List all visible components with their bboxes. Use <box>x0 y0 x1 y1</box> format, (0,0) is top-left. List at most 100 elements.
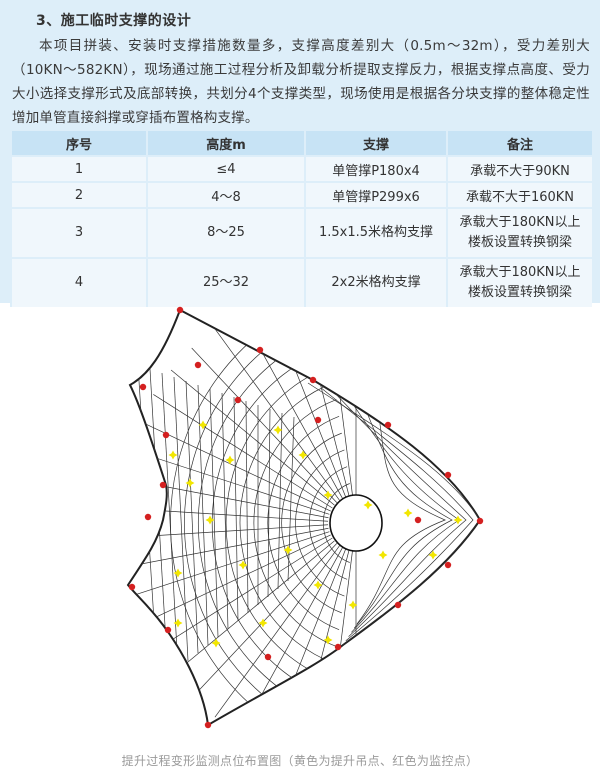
mesh-brace <box>245 400 249 614</box>
support-type-table: 序号 高度m 支撑 备注 1 ≤4 单管撑P180x4 承载不大于90KN 2 … <box>10 129 592 309</box>
lift-point-marker <box>453 515 463 525</box>
mesh-spoke <box>170 369 335 506</box>
mesh-edge-arc <box>321 388 474 642</box>
lift-point-marker <box>211 638 221 648</box>
monitor-point-marker <box>264 653 272 661</box>
note-line-1: 承载不大于90KN <box>470 163 570 179</box>
section-paragraph: 本项目拼装、安装时支撑措施数量多，支撑高度差别大（0.5m～32m），受力差别大… <box>12 38 590 126</box>
mesh-brace <box>161 372 179 670</box>
mesh-spoke <box>214 328 340 501</box>
lift-point-marker <box>238 560 248 570</box>
mesh-ring <box>267 416 340 630</box>
mesh-spoke <box>128 531 330 598</box>
monitor-point-marker <box>444 561 452 569</box>
mesh-edge-arc <box>353 405 453 629</box>
mesh-spoke <box>295 310 350 496</box>
mesh-spoke <box>138 420 331 512</box>
mesh-spoke <box>240 312 343 499</box>
monitor-point-marker <box>256 346 264 354</box>
monitor-point-marker <box>164 626 172 634</box>
monitor-point-marker <box>162 431 170 439</box>
mesh-brace <box>233 396 239 622</box>
note-line-2: 楼板设置转换钢梁 <box>467 235 572 250</box>
monitor-point-marker <box>176 306 184 314</box>
mesh-brace <box>209 388 219 638</box>
monitor-point-marker <box>159 481 167 489</box>
monitor-point-marker <box>394 601 402 609</box>
table-row: 4 25～32 2x2米格构支撑 承载大于180KN以上 楼板设置转换钢梁 <box>10 259 592 307</box>
lift-point-marker <box>283 545 293 555</box>
table-header-row: 序号 高度m 支撑 备注 <box>10 131 592 155</box>
monitor-point-marker <box>204 721 212 729</box>
mesh-brace <box>197 384 209 646</box>
monitor-point-marker <box>194 361 202 369</box>
cell-no: 4 <box>10 259 146 307</box>
mesh-spoke <box>170 540 335 677</box>
lift-point-marker <box>348 600 358 610</box>
cell-support: 单管撑P180x4 <box>304 157 446 181</box>
mesh-brace <box>287 416 295 582</box>
monitor-point-marker <box>414 516 422 524</box>
mesh-brace <box>185 380 199 654</box>
monitor-point-marker <box>384 421 392 429</box>
monitor-point-marker <box>444 471 452 479</box>
cell-height: 25～32 <box>146 259 304 307</box>
monitor-point-marker <box>314 416 322 424</box>
table-row: 2 4～8 单管撑P299x6 承载不大于160KN <box>10 183 592 207</box>
cell-note: 承载大于180KN以上 楼板设置转换钢梁 <box>446 259 592 307</box>
lift-point-marker <box>273 425 283 435</box>
section-heading: 3、施工临时支撑的设计 <box>36 13 192 29</box>
mesh-spoke <box>138 534 331 626</box>
cell-note: 承载不大于160KN <box>446 183 592 207</box>
cell-note: 承载不大于90KN <box>446 157 592 181</box>
note-line-1: 承载大于180KN以上 <box>459 215 581 230</box>
lift-point-marker <box>298 450 308 460</box>
mesh-ring <box>322 483 350 563</box>
header-support: 支撑 <box>304 131 446 155</box>
cell-height: ≤4 <box>146 157 304 181</box>
lift-point-marker <box>323 635 333 645</box>
figure-caption: 提升过程变形监测点位布置图（黄色为提升吊点、红色为监控点） <box>121 754 479 768</box>
lift-point-marker <box>168 450 178 460</box>
monitor-point-marker <box>128 583 136 591</box>
header-no: 序号 <box>10 131 146 155</box>
cell-height: 4～8 <box>146 183 304 207</box>
header-note: 备注 <box>446 131 592 155</box>
monitor-point-marker <box>144 513 152 521</box>
mesh-ring <box>211 348 329 698</box>
mesh-ring <box>281 432 342 614</box>
lift-point-marker <box>378 550 388 560</box>
mesh-edge-arc <box>335 393 467 637</box>
mesh-spoke <box>295 550 350 725</box>
lift-point-marker <box>185 478 195 488</box>
mesh-spoke <box>128 527 329 569</box>
center-opening <box>329 494 383 552</box>
table-row: 1 ≤4 单管撑P180x4 承载不大于90KN <box>10 157 592 181</box>
lift-points-yellow <box>168 420 463 648</box>
mesh-brace <box>221 392 229 630</box>
cell-support: 1.5x1.5米格构支撑 <box>304 209 446 257</box>
mesh-ring <box>295 449 345 597</box>
mesh-ring <box>253 399 337 647</box>
table-row: 3 8～25 1.5x1.5米格构支撑 承载大于180KN以上 楼板设置转换钢梁 <box>10 209 592 257</box>
lift-point-marker <box>173 618 183 628</box>
cell-no: 2 <box>10 183 146 207</box>
lift-point-marker <box>363 500 373 510</box>
note-line-2: 楼板设置转换钢梁 <box>467 285 572 300</box>
lift-point-marker <box>205 515 215 525</box>
note-line-1: 承载不大于160KN <box>465 189 575 205</box>
lift-point-marker <box>258 618 268 628</box>
lift-point-marker <box>225 455 235 465</box>
note-line-1: 承载大于180KN以上 <box>459 265 581 280</box>
mesh-spoke <box>325 310 353 496</box>
mesh-spoke <box>153 537 333 652</box>
mesh-spoke <box>128 448 330 515</box>
mesh-brace <box>173 376 189 662</box>
mesh-spoke <box>191 543 338 699</box>
mesh-brace <box>277 412 283 590</box>
mesh-spoke <box>214 545 340 718</box>
monitoring-point-layout-figure <box>126 306 484 729</box>
mesh-spoke <box>191 347 338 503</box>
mesh-spoke <box>325 550 353 725</box>
cell-no: 1 <box>10 157 146 181</box>
